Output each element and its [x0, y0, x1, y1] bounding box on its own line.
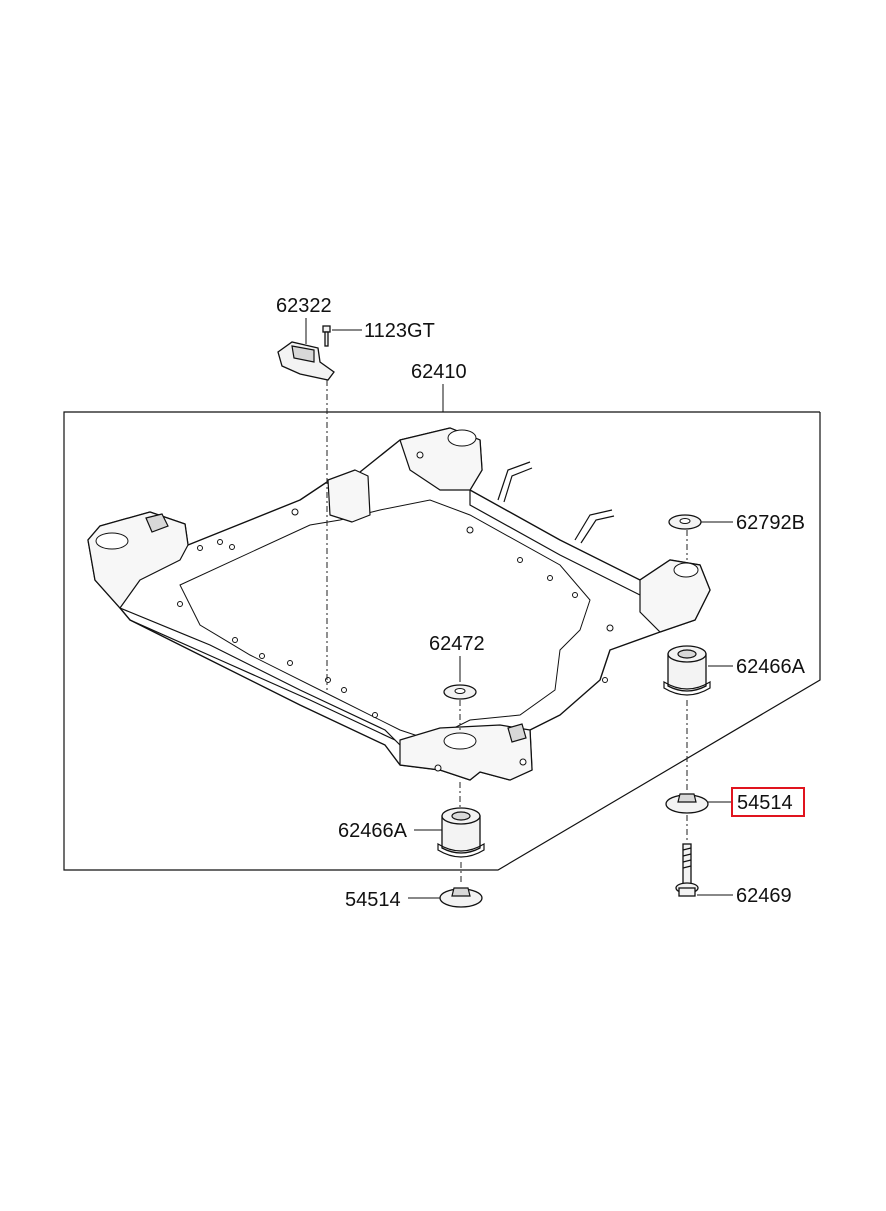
label-1123gt[interactable]: 1123GT: [364, 320, 435, 342]
bushing-62466a-left: [437, 807, 485, 858]
stopper-54514-left: [439, 887, 483, 908]
highlight-box-54514: [731, 787, 805, 817]
stopper-54514-right: [665, 793, 709, 814]
label-62322[interactable]: 62322: [276, 295, 332, 317]
label-62466a-right[interactable]: 62466A: [736, 656, 806, 678]
bushing-62466a-right: [663, 645, 711, 696]
label-62466a-left[interactable]: 62466A: [338, 820, 408, 842]
subframe-crossmember: [87, 427, 711, 781]
label-62469[interactable]: 62469: [736, 885, 792, 907]
bracket-62322: [277, 341, 335, 381]
label-62472[interactable]: 62472: [429, 633, 485, 655]
assembly-outline: [63, 411, 821, 871]
washer-62472: [443, 684, 477, 700]
washer-62792b: [668, 514, 702, 530]
bolt-62469: [675, 843, 699, 897]
bolt-1123gt: [322, 325, 331, 347]
label-62792b[interactable]: 62792B: [736, 512, 805, 534]
label-54514-right[interactable]: 54514: [737, 792, 793, 814]
label-62410[interactable]: 62410: [411, 361, 467, 383]
label-54514-left[interactable]: 54514: [345, 889, 401, 911]
